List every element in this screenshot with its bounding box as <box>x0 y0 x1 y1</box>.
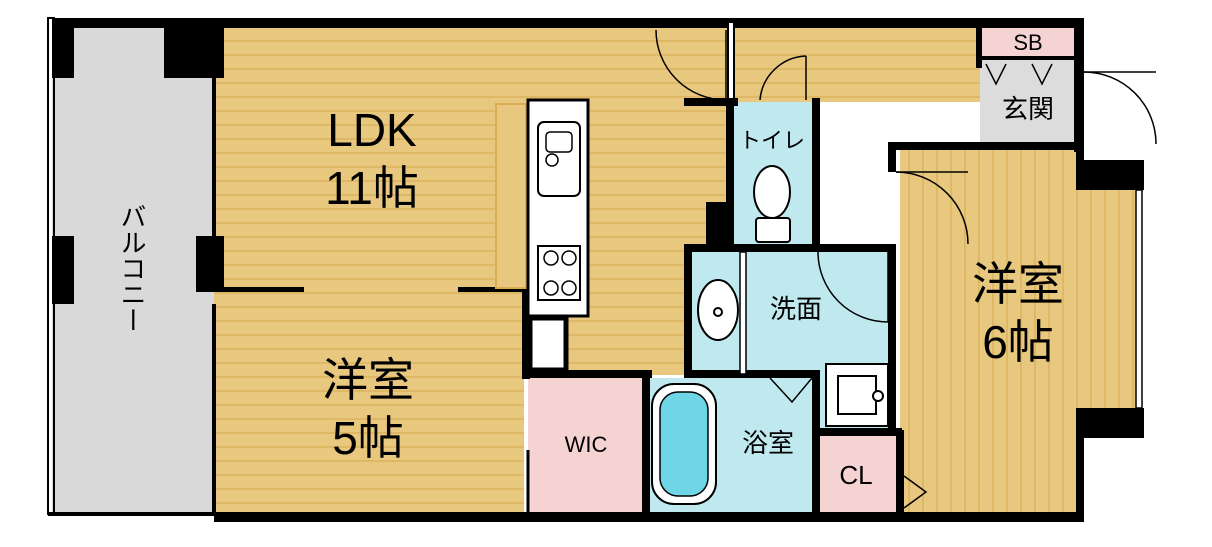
entrance-floor <box>980 56 1078 142</box>
wic-floor <box>528 378 644 514</box>
balcony-name: バルコニー <box>117 203 147 333</box>
washbasin-fixture <box>697 279 739 341</box>
washroom-name: 洗面 <box>770 294 822 324</box>
doors <box>526 29 1157 514</box>
western-6-floor <box>900 148 1082 514</box>
western-6-bay <box>1082 190 1140 408</box>
shoebox-name: SB <box>1013 30 1042 55</box>
closet-floor <box>818 434 898 514</box>
ldk-size: 11帖 <box>325 162 419 214</box>
walls <box>47 17 1144 522</box>
balcony-floor <box>52 22 214 514</box>
bathtub <box>651 383 717 505</box>
toilet-fixture <box>753 165 791 243</box>
western-5-floor <box>214 292 524 514</box>
closet-name: CL <box>839 460 872 490</box>
ldk-floor-ext <box>728 22 980 102</box>
western-5-name: 洋室 <box>322 354 414 406</box>
entrance-name: 玄関 <box>1002 94 1054 124</box>
ldk-name: LDK <box>327 104 417 156</box>
western-6-name: 洋室 <box>972 258 1064 310</box>
toilet-name: トイレ <box>739 128 805 153</box>
shoebox-floor <box>980 24 1076 58</box>
ldk-floor <box>214 22 728 292</box>
washer-pan <box>825 363 889 427</box>
bath-name: 浴室 <box>742 428 794 458</box>
western-6-size: 6帖 <box>982 316 1054 368</box>
room-labels: LDK 11帖 洋室 5帖 洋室 6帖 バルコニー トイレ 洗面 浴室 WIC … <box>117 30 1064 490</box>
western-5-size: 5帖 <box>332 412 404 464</box>
wic-name: WIC <box>565 432 608 457</box>
